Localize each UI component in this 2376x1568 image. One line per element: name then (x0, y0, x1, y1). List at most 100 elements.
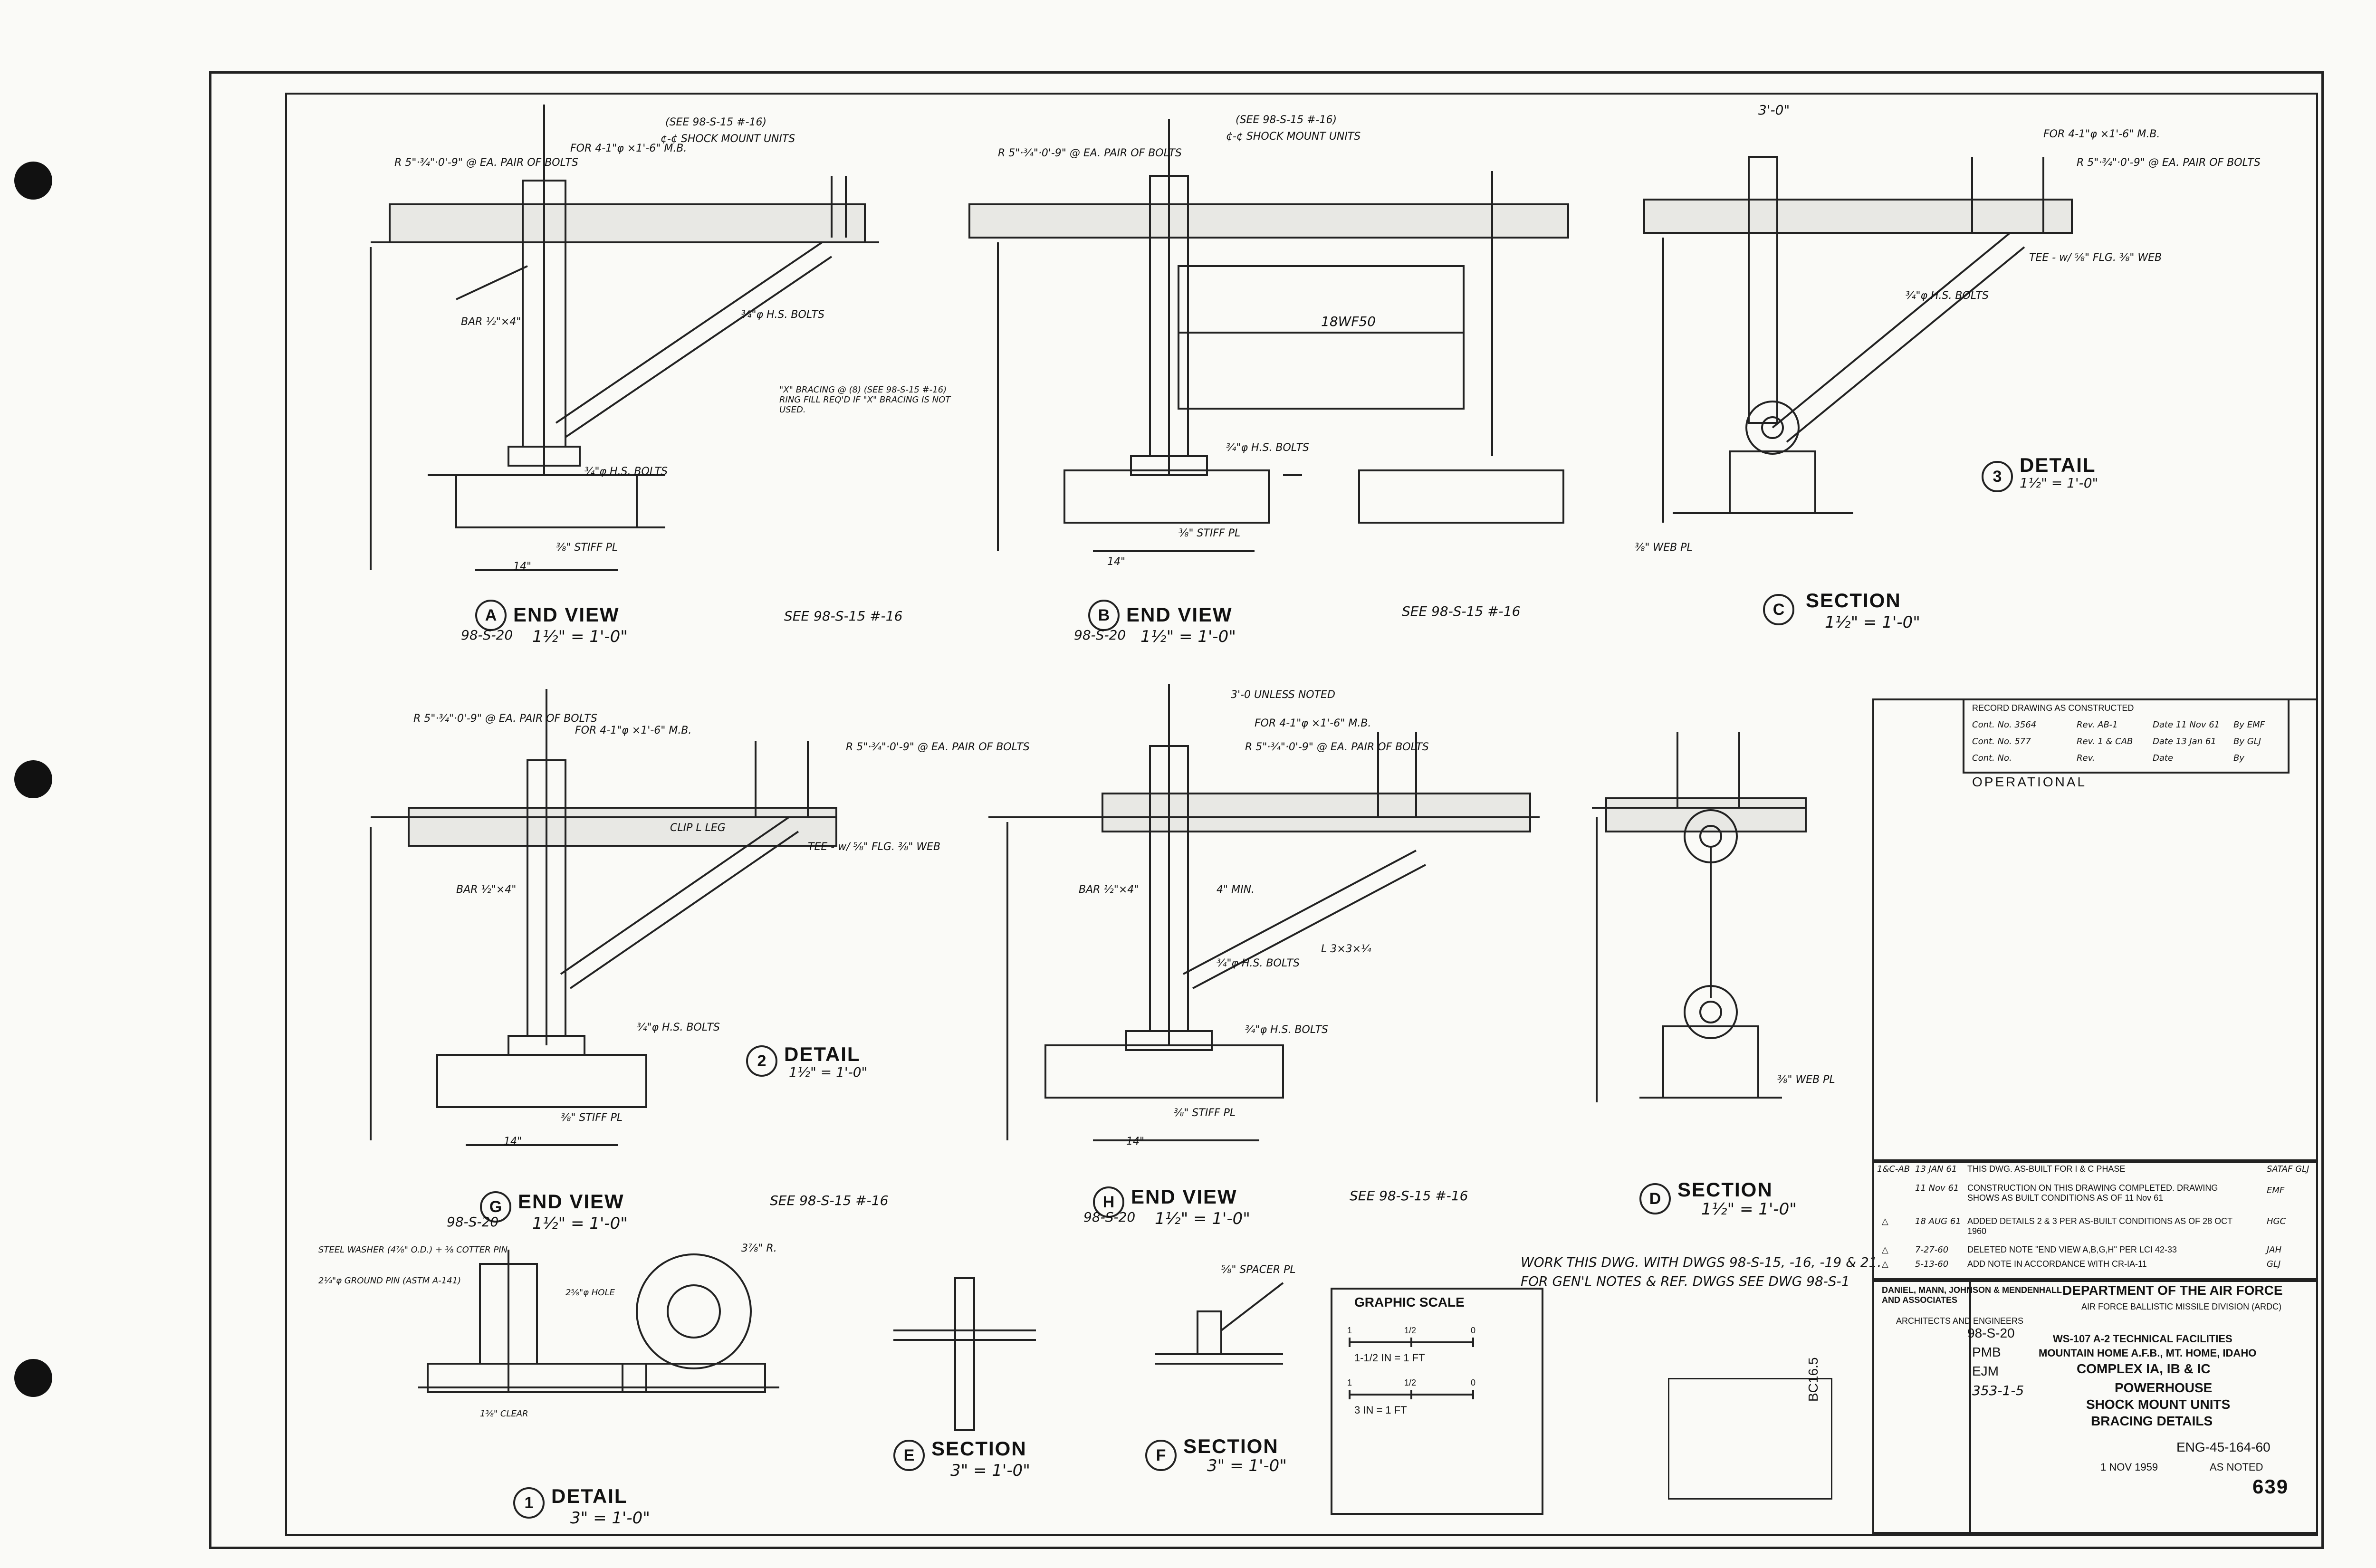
callout-see-shock-b: (SEE 98-S-15 #-16) (1236, 114, 1337, 126)
revision-by: SATAF GLJ (2267, 1164, 2309, 1174)
callout-web-pl-d: ⅜" WEB PL (1777, 1074, 1835, 1086)
view-c-scale: 1½" = 1'-0" (1825, 613, 1920, 632)
scale-tick: 1 (1347, 1326, 1352, 1335)
view-a-mark: A (475, 600, 507, 631)
drawing-date: 1 NOV 1959 (2100, 1461, 2158, 1473)
scale-tick: 1/2 (1404, 1326, 1417, 1335)
gen-notes: FOR GEN'L NOTES & REF. DWGS SEE DWG 98-S… (1521, 1273, 1850, 1289)
callout-stiff-a: ⅜" STIFF PL (556, 542, 618, 554)
detail-3-scale: 1½" = 1'-0" (2020, 475, 2098, 491)
view-g-scale: 1½" = 1'-0" (532, 1214, 628, 1233)
section-e-scale: 3" = 1'-0" (950, 1461, 1030, 1480)
checked-by: EJM (1972, 1364, 1999, 1378)
section-e-mark: E (893, 1440, 925, 1471)
view-g-title: END VIEW (518, 1190, 624, 1213)
graphic-scale-title: GRAPHIC SCALE (1354, 1295, 1465, 1310)
revision-date: 11 Nov 61 (1915, 1183, 1959, 1193)
view-c-drawing (1643, 156, 2073, 523)
drawing-scale: AS NOTED (2210, 1461, 2263, 1473)
callout-rs-bolts-h: R 5"·¾"·0'-9" @ EA. PAIR OF BOLTS (1245, 741, 1429, 753)
view-h-drawing (988, 684, 1540, 1141)
callout-hs-bolts-c: ¾"φ H.S. BOLTS (1906, 290, 1989, 302)
graphic-scale-box (1331, 1288, 1543, 1515)
revision-desc: ADD NOTE IN ACCORDANCE WITH CR-IA-11 (1967, 1259, 2147, 1269)
drawn-by: PMB (1972, 1345, 2001, 1359)
section-f-mark: F (1145, 1440, 1177, 1471)
operational-stamp: OPERATIONAL (1972, 774, 2087, 789)
revision-date: 18 AUG 61 (1915, 1216, 1961, 1226)
revision-date: 13 JAN 61 (1915, 1164, 1957, 1174)
firm-sub: ARCHITECTS AND ENGINEERS (1896, 1316, 2024, 1326)
view-h-mark: H (1093, 1186, 1124, 1218)
scale-tick: 1 (1347, 1378, 1352, 1387)
callout-rs-bolts-a: R 5"·¾"·0'-9" @ EA. PAIR OF BOLTS (394, 157, 578, 169)
view-a-ref: 98-S-20 (461, 627, 513, 643)
scale-row1-label: 1-1/2 IN = 1 FT (1354, 1352, 1425, 1364)
callout-wf: 18WF50 (1321, 314, 1376, 329)
view-g-mark: G (480, 1191, 511, 1223)
callout-mb-h: FOR 4-1"φ ×1'-6" M.B. (1255, 717, 1371, 729)
work-note: WORK THIS DWG. WITH DWGS 98-S-15, -16, -… (1521, 1254, 1882, 1270)
callout-stiff-h: ⅜" STIFF PL (1174, 1107, 1236, 1119)
view-g-ref: 98-S-20 (447, 1214, 499, 1230)
revision-desc: THIS DWG. AS-BUILT FOR I & C PHASE (1967, 1164, 2126, 1174)
callout-stiff-g: ⅜" STIFF PL (561, 1112, 623, 1124)
revision-by: JAH (2267, 1245, 2282, 1255)
section-f-title: SECTION (1183, 1435, 1279, 1457)
record-rev-1: Rev. AB-1 (2077, 720, 2118, 730)
callout-dim-g: 14" (504, 1136, 522, 1147)
revision-desc: DELETED NOTE "END VIEW A,B,G,H" PER LCI … (1967, 1245, 2177, 1254)
callout-dim-a: 14" (513, 561, 532, 573)
title-block-left (1872, 1278, 1971, 1534)
view-d-drawing (1592, 732, 1807, 1102)
callout-x-bracing: "X" BRACING @ (8) (SEE 98-S-15 #-16) RIN… (779, 385, 951, 415)
revision-mark: 1&C-AB (1877, 1164, 1910, 1174)
complex: COMPLEX IA, IB & IC (2077, 1361, 2211, 1376)
callout-hs-bolts-a: ¾"φ H.S. BOLTS (741, 309, 825, 321)
title-line-1: POWERHOUSE (2115, 1380, 2213, 1395)
record-date-1: Date 11 Nov 61 (2153, 720, 2220, 730)
callout-clear: 1⅜" CLEAR (480, 1409, 528, 1419)
view-b-mark: B (1088, 600, 1120, 631)
facility: WS-107 A-2 TECHNICAL FACILITIES (2053, 1333, 2232, 1345)
record-heading: RECORD DRAWING AS CONSTRUCTED (1972, 703, 2134, 713)
callout-dim-b: 14" (1107, 556, 1126, 568)
view-c-title: SECTION (1806, 589, 1901, 612)
view-c-mark: C (1763, 594, 1794, 625)
view-a-see: SEE 98-S-15 #-16 (784, 608, 903, 624)
location: MOUNTAIN HOME A.F.B., MT. HOME, IDAHO (2039, 1347, 2257, 1359)
punch-hole (14, 1359, 52, 1397)
agency-sub: AIR FORCE BALLISTIC MISSILE DIVISION (AR… (2081, 1302, 2282, 1311)
record-contract-3: Cont. No. (1972, 753, 2012, 763)
revision-by: GLJ (2267, 1259, 2281, 1269)
firm-name: DANIEL, MANN, JOHNSON & MENDENHALL AND A… (1882, 1285, 2062, 1305)
view-h-ref: 98-S-20 (1083, 1209, 1136, 1225)
view-b-see: SEE 98-S-15 #-16 (1402, 603, 1521, 619)
view-g-see: SEE 98-S-15 #-16 (770, 1193, 889, 1208)
revision-date: 5-13-60 (1915, 1259, 1949, 1269)
detail-1-title: DETAIL (551, 1485, 628, 1507)
revision-by: EMF (2267, 1186, 2285, 1195)
detail-2-mark: 2 (746, 1045, 777, 1077)
callout-bar-h: BAR ½"×4" (1079, 884, 1139, 896)
view-d-scale: 1½" = 1'-0" (1701, 1200, 1797, 1219)
revision-mark: △ (1882, 1216, 1888, 1226)
scale-tick: 1/2 (1404, 1378, 1417, 1387)
detail-1-drawing (418, 1250, 779, 1393)
callout-hs-bolts-b: ¾"φ H.S. BOLTS (1226, 442, 1310, 454)
record-rev-2: Rev. 1 & CAB (2077, 736, 2133, 746)
view-d-title: SECTION (1677, 1178, 1773, 1201)
sheet-ref: 98-S-20 (1967, 1326, 2015, 1340)
callout-angle: L 3×3×¼ (1321, 943, 1371, 955)
record-rev-3: Rev. (2077, 753, 2095, 763)
callout-mb-a: FOR 4-1"φ ×1'-6" M.B. (570, 143, 687, 154)
view-b-scale: 1½" = 1'-0" (1140, 627, 1236, 646)
record-block (1963, 698, 2290, 774)
callout-steel-washer: STEEL WASHER (4⅞" O.D.) + ⅜ COTTER PIN (318, 1245, 508, 1255)
view-b-ref: 98-S-20 (1074, 627, 1126, 643)
callout-stiff-b: ⅜" STIFF PL (1178, 527, 1241, 539)
record-by-3: By (2233, 753, 2245, 763)
record-date-2: Date 13 Jan 61 (2153, 736, 2216, 746)
callout-bar-g: BAR ½"×4" (456, 884, 517, 896)
